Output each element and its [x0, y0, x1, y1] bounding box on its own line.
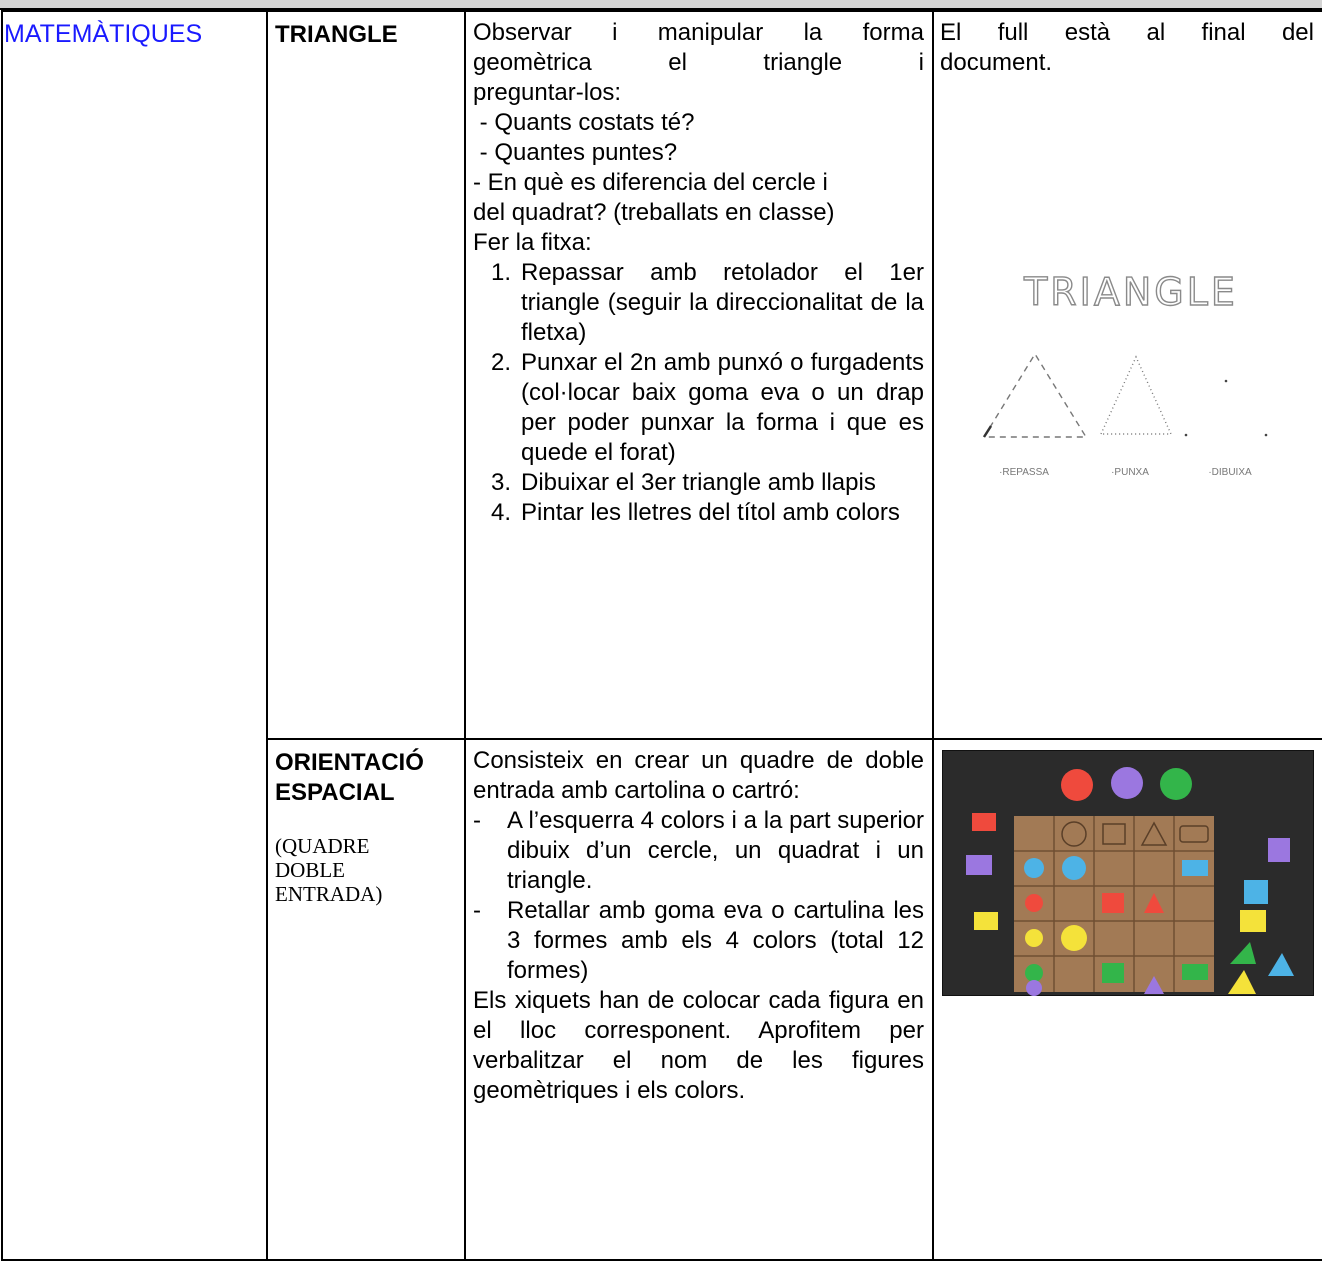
- list-item: 2.Punxar el 2n amb punxó o furgadents (c…: [491, 349, 924, 466]
- activity-cell: TRIANGLE: [266, 10, 466, 740]
- question-line: - Quantes puntes?: [473, 139, 678, 166]
- worksheet-label: ·DIBUIXA: [1208, 467, 1252, 478]
- activity-note: DOBLE: [275, 858, 345, 882]
- description-cell: Observar i manipular la forma geomètrica…: [464, 10, 934, 740]
- question-line: - Quants costats té?: [473, 109, 695, 136]
- worksheet-label: ·PUNXA: [1111, 467, 1149, 478]
- arrow-icon: [982, 425, 993, 438]
- steps-list: 1.Repassar amb retolador el 1er triangle…: [473, 258, 924, 528]
- description-intro-line: Observar i manipular la forma: [473, 19, 924, 46]
- description-intro: Consisteix en crear un quadre de doble e…: [473, 747, 924, 804]
- reference-line: El full està al final del: [940, 19, 1314, 46]
- green-circle-icon: [1160, 768, 1192, 800]
- purple-circle-icon: [1111, 767, 1143, 799]
- list-item: -A l’esquerra 4 colors i a la part super…: [473, 807, 924, 894]
- activity-title: ORIENTACIÓ: [275, 749, 424, 776]
- reference-cell: El full està al final del document. TRIA…: [932, 10, 1322, 740]
- steps-lead: Fer la fitxa:: [473, 229, 592, 256]
- worksheet-title: TRIANGLE: [1023, 270, 1238, 314]
- list-item: 3.Dibuixar el 3er triangle amb llapis: [491, 469, 876, 496]
- activity-cell: ORIENTACIÓ ESPACIAL (QUADRE DOBLE ENTRAD…: [266, 738, 466, 1261]
- dotted-triangle-icon: [1099, 355, 1173, 435]
- list-item: -Retallar amb goma eva o cartulina les 3…: [473, 897, 924, 984]
- activity-note: ENTRADA): [275, 882, 383, 906]
- activity-title: TRIANGLE: [275, 21, 398, 48]
- top-header-band: [0, 0, 1322, 10]
- subject-label: MATEMÀTIQUES: [4, 20, 203, 48]
- table-row: ORIENTACIÓ ESPACIAL (QUADRE DOBLE ENTRAD…: [2, 738, 1322, 1261]
- activity-title: ESPACIAL: [275, 779, 395, 806]
- list-item: 4.Pintar les lletres del títol amb color…: [491, 499, 900, 526]
- description-outro: Els xiquets han de colocar cada figura e…: [473, 987, 924, 1104]
- reference-cell: [932, 738, 1322, 1261]
- materials-list: -A l’esquerra 4 colors i a la part super…: [473, 806, 924, 986]
- activities-table: MATEMÀTIQUES TRIANGLE Observar i manipul…: [1, 10, 1322, 1261]
- description-cell: Consisteix en crear un quadre de doble e…: [464, 738, 934, 1261]
- subject-cell: MATEMÀTIQUES: [1, 10, 268, 1261]
- dashed-triangle-icon: [982, 352, 1088, 438]
- triangle-worksheet-image: TRIANGLE ·REPASSA ·PUNXA ·DIBUIXA: [982, 269, 1268, 478]
- table-row: MATEMÀTIQUES TRIANGLE Observar i manipul…: [1, 10, 1322, 1261]
- list-item: 1.Repassar amb retolador el 1er triangle…: [491, 259, 924, 346]
- red-circle-icon: [1061, 769, 1093, 801]
- double-entry-board-photo: [941, 749, 1315, 997]
- reference-line: document.: [940, 49, 1053, 76]
- activity-note: (QUADRE: [275, 834, 370, 858]
- question-line: - En què es diferencia del cercle i: [473, 169, 828, 196]
- description-intro-line: preguntar-los:: [473, 79, 622, 106]
- worksheet-label: ·REPASSA: [999, 467, 1049, 478]
- question-line: del quadrat? (treballats en classe): [473, 199, 835, 226]
- description-intro-line: geomètrica el triangle i: [473, 49, 924, 76]
